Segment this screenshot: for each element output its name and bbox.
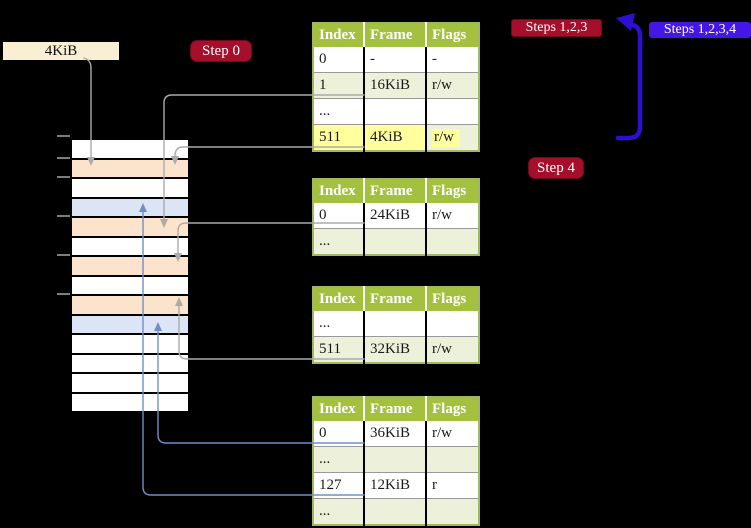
memory-frame-free xyxy=(72,393,188,411)
table-cell: 24KiB xyxy=(363,203,426,229)
memory-tick xyxy=(57,215,70,217)
table-cell: r/w xyxy=(425,336,479,363)
badge-steps-1-2-3: Steps 1,2,3 xyxy=(511,19,602,37)
table-row: ... xyxy=(313,446,479,473)
memory-frame-mapped xyxy=(72,198,188,218)
memory-frame-free xyxy=(72,237,188,257)
memory-tick xyxy=(57,176,70,178)
table-cell: - xyxy=(425,47,479,73)
badge-step-0: Step 0 xyxy=(190,40,252,62)
table-cell xyxy=(363,228,426,255)
memory-tick xyxy=(57,293,70,295)
badge-steps-1-2-3-4: Steps 1,2,3,4 xyxy=(649,22,751,38)
memory-frame-mapped xyxy=(72,315,188,335)
table-cell: ... xyxy=(313,228,364,255)
memory-frame-free xyxy=(72,179,188,199)
table-cell xyxy=(425,498,479,525)
memory-frame-page-table xyxy=(72,257,188,277)
table-cell: 0 xyxy=(313,421,364,447)
table-cell: - xyxy=(363,47,426,73)
column-header-flags: Flags xyxy=(425,179,479,203)
loop-arrow xyxy=(615,22,643,141)
table-cell xyxy=(363,311,426,337)
memory-tick xyxy=(57,135,70,137)
table-cell: r/w xyxy=(425,203,479,229)
highlighted-value: r/w xyxy=(432,128,460,147)
table-cell xyxy=(425,228,479,255)
column-header-index: Index xyxy=(313,397,364,421)
table-cell: r/w xyxy=(425,124,479,151)
table-cell: 32KiB xyxy=(363,336,426,363)
column-header-frame: Frame xyxy=(363,23,426,47)
column-header-index: Index xyxy=(313,179,364,203)
table-cell: ... xyxy=(313,498,364,525)
column-header-frame: Frame xyxy=(363,397,426,421)
table-row: 0-- xyxy=(313,47,479,73)
table-cell: ... xyxy=(313,446,364,473)
column-header-frame: Frame xyxy=(363,179,426,203)
memory-frame-free xyxy=(72,374,188,394)
table-row: ... xyxy=(313,498,479,525)
frame-size-label: 4KiB xyxy=(3,42,119,60)
table-cell: 4KiB xyxy=(363,124,426,151)
table-cell xyxy=(363,446,426,473)
column-header-flags: Flags xyxy=(425,397,479,421)
memory-frame-page-table xyxy=(72,218,188,238)
table-cell: 511 xyxy=(313,124,364,151)
column-header-flags: Flags xyxy=(425,23,479,47)
column-header-index: Index xyxy=(313,287,364,311)
memory-frame-page-table xyxy=(72,296,188,316)
column-header-flags: Flags xyxy=(425,287,479,311)
column-header-frame: Frame xyxy=(363,287,426,311)
table-cell: 0 xyxy=(313,203,364,229)
memory-tick xyxy=(57,254,70,256)
table-cell: 16KiB xyxy=(363,72,426,99)
table-cell xyxy=(425,98,479,125)
table-cell: 0 xyxy=(313,47,364,73)
table-cell xyxy=(363,98,426,125)
table-cell: 12KiB xyxy=(363,472,426,499)
arrowhead-upleft-icon xyxy=(616,13,635,31)
table-cell: r xyxy=(425,472,479,499)
table-cell xyxy=(363,498,426,525)
table-cell: 127 xyxy=(313,472,364,499)
memory-tick xyxy=(57,156,70,159)
table-cell xyxy=(425,446,479,473)
column-header-index: Index xyxy=(313,23,364,47)
table-cell: ... xyxy=(313,98,364,125)
memory-frame-free xyxy=(72,276,188,296)
table-cell: r/w xyxy=(425,421,479,447)
memory-frame-page-table xyxy=(72,159,188,179)
table-cell: ... xyxy=(313,311,364,337)
physical-memory-stack xyxy=(70,138,190,413)
memory-frame-free xyxy=(72,354,188,374)
table-cell: 36KiB xyxy=(363,421,426,447)
table-row: ... xyxy=(313,228,479,255)
table-cell xyxy=(425,311,479,337)
memory-frame-free xyxy=(72,335,188,355)
table-row: ... xyxy=(313,98,479,125)
table-cell: 1 xyxy=(313,72,364,99)
memory-frame-free xyxy=(72,140,188,160)
table-cell: r/w xyxy=(425,72,479,99)
badge-step-4: Step 4 xyxy=(528,157,584,179)
table-row: ... xyxy=(313,311,479,337)
table-cell: 511 xyxy=(313,336,364,363)
